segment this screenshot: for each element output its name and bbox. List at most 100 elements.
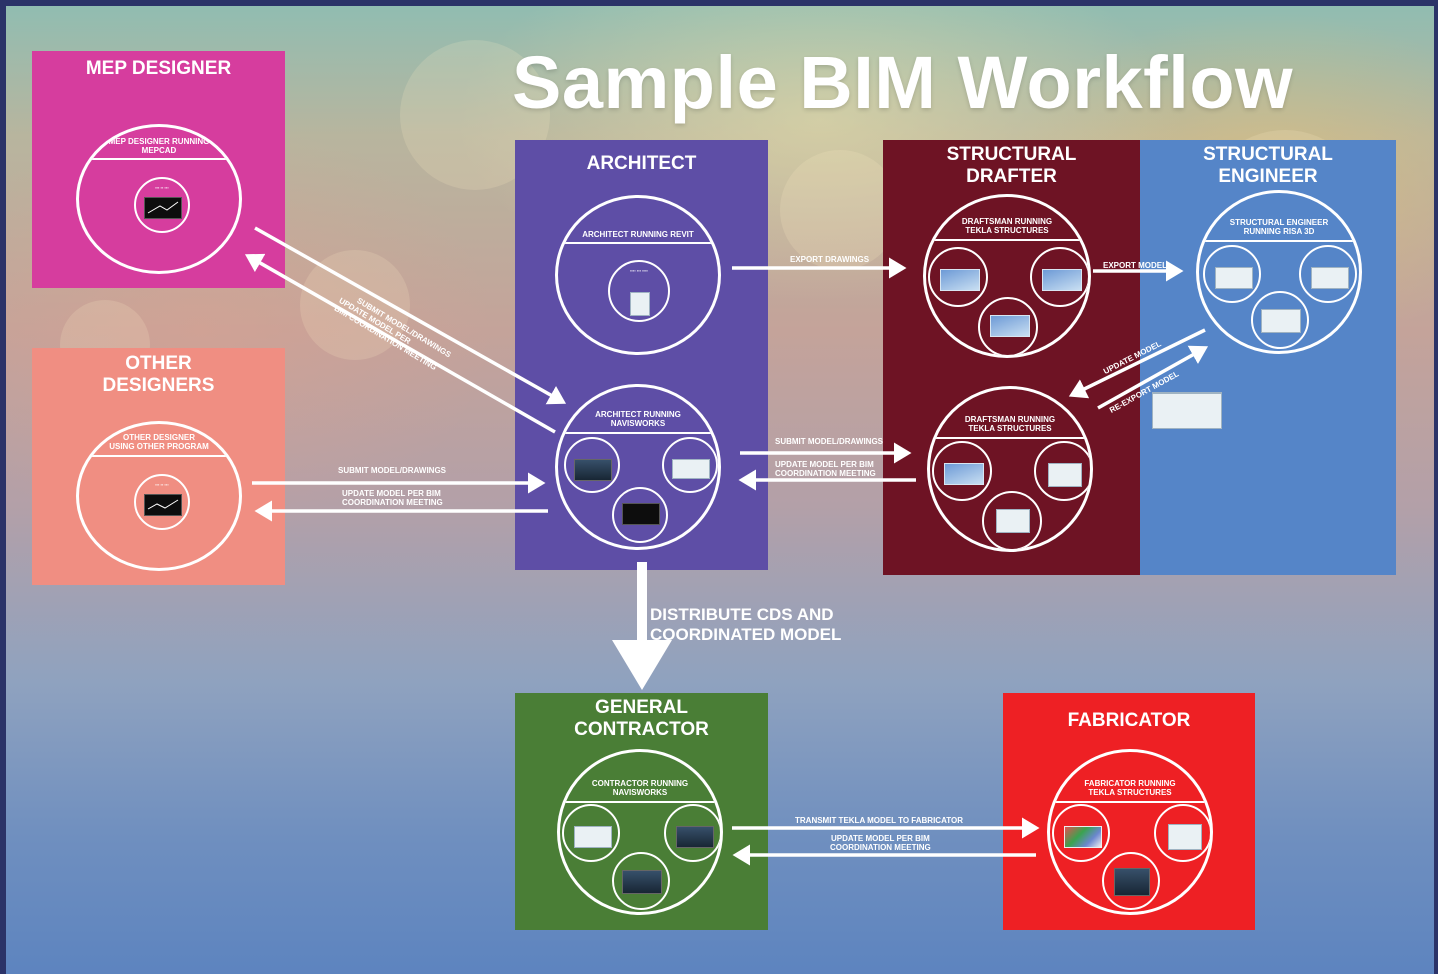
panel-architect: ARCHITECT ARCHITECT RUNNING REVIT ▪▪▪▪ ▪… — [515, 140, 768, 570]
screenshot-thumbnail — [144, 197, 182, 219]
divider-line — [79, 158, 239, 160]
label-transmit: TRANSMIT TEKLA MODEL TO FABRICATOR — [795, 816, 963, 825]
screenshot-thumbnail — [622, 503, 660, 525]
label-arch-update: UPDATE MODEL PER BIM COORDINATION MEETIN… — [775, 460, 876, 478]
task-circle — [1203, 245, 1261, 303]
screenshot-thumbnail — [630, 292, 650, 316]
role-circle-revit: ARCHITECT RUNNING REVIT ▪▪▪▪ ▪▪▪ ▪▪▪▪ — [555, 195, 721, 355]
role-circle-navisworks: ARCHITECT RUNNING NAVISWORKS — [555, 384, 721, 550]
panel-title: ARCHITECT — [586, 153, 697, 174]
screenshot-thumbnail — [1114, 868, 1150, 896]
page-title: Sample BIM Workflow — [512, 41, 1294, 124]
label-arch-submit: SUBMIT MODEL/DRAWINGS — [775, 437, 883, 446]
screenshot-thumbnail — [1042, 269, 1082, 291]
task-circle — [1034, 441, 1090, 501]
role-circle: DRAFTSMAN RUNNING TEKLA STRUCTURES — [927, 386, 1093, 552]
divider-line — [560, 801, 720, 803]
divider-line — [930, 437, 1090, 439]
screenshot-thumbnail — [1048, 463, 1082, 487]
label-export-model: EXPORT MODEL — [1103, 261, 1168, 270]
screenshot-thumbnail — [1261, 309, 1301, 333]
role-circle: DRAFTSMAN RUNNING TEKLA STRUCTURES — [923, 194, 1091, 358]
screenshot-thumbnail — [676, 826, 714, 848]
screenshot-thumbnail — [574, 459, 612, 481]
panel-structural-drafter: STRUCTURAL DRAFTER DRAFTSMAN RUNNING TEK… — [883, 140, 1140, 575]
circle-label: STRUCTURAL ENGINEER RUNNING RISA 3D — [1229, 218, 1329, 236]
circle-label: FABRICATOR RUNNING TEKLA STRUCTURES — [1084, 779, 1176, 797]
divider-line — [926, 239, 1088, 241]
role-circle: STRUCTURAL ENGINEER RUNNING RISA 3D — [1196, 190, 1362, 354]
task-circle — [612, 852, 670, 910]
task-circle — [662, 437, 718, 493]
panel-fabricator: FABRICATOR FABRICATOR RUNNING TEKLA STRU… — [1003, 693, 1255, 930]
divider-line — [558, 432, 718, 434]
panel-title: STRUCTURAL ENGINEER — [1203, 144, 1333, 187]
panel-title: OTHER DESIGNERS — [102, 353, 215, 396]
task-circle: ▪▪▪ ▪▪ ▪▪▪ — [134, 177, 190, 233]
bokeh-light — [780, 150, 900, 270]
panel-title: FABRICATOR — [1067, 710, 1191, 731]
circle-label: DRAFTSMAN RUNNING TEKLA STRUCTURES — [961, 217, 1053, 235]
task-circle — [978, 297, 1038, 355]
role-circle: CONTRACTOR RUNNING NAVISWORKS — [557, 749, 723, 915]
task-circle — [612, 487, 668, 543]
screenshot-thumbnail — [944, 463, 984, 485]
screenshot-thumbnail — [1215, 267, 1253, 289]
task-text: ▪▪▪ ▪▪ ▪▪▪ — [155, 482, 169, 487]
screenshot-thumbnail — [990, 315, 1030, 337]
task-circle — [1299, 245, 1357, 303]
arrow-mep-update — [244, 253, 556, 434]
circle-label: ARCHITECT RUNNING REVIT — [582, 230, 694, 239]
task-circle: ▪▪▪▪ ▪▪▪ ▪▪▪▪ — [608, 260, 670, 322]
model-preview-thumbnail — [1152, 393, 1222, 429]
circle-label: MEP DESIGNER RUNNING MEPCAD — [108, 137, 210, 155]
circle-label: OTHER DESIGNER USING OTHER PROGRAM — [109, 433, 209, 451]
panel-mep-designer: MEP DESIGNER MEP DESIGNER RUNNING MEPCAD… — [32, 51, 285, 288]
sketch-icon — [147, 499, 179, 510]
task-circle: ▪▪▪ ▪▪ ▪▪▪ — [134, 474, 190, 530]
role-circle: MEP DESIGNER RUNNING MEPCAD ▪▪▪ ▪▪ ▪▪▪ — [76, 124, 242, 274]
task-circle — [1052, 804, 1110, 862]
divider-line — [79, 455, 239, 457]
screenshot-thumbnail — [996, 509, 1030, 533]
task-text: ▪▪▪▪ ▪▪▪ ▪▪▪▪ — [630, 268, 648, 273]
sketch-icon — [147, 201, 179, 214]
task-text: ▪▪▪ ▪▪ ▪▪▪ — [155, 185, 169, 190]
circle-label: CONTRACTOR RUNNING NAVISWORKS — [591, 779, 689, 797]
arrow-mep-submit — [254, 226, 567, 405]
screenshot-thumbnail — [1064, 826, 1102, 848]
task-circle — [1030, 247, 1088, 307]
panel-title: STRUCTURAL DRAFTER — [946, 144, 1077, 187]
arrow-update-model — [1068, 328, 1206, 399]
screenshot-thumbnail — [1311, 267, 1349, 289]
label-other-update: UPDATE MODEL PER BIM COORDINATION MEETIN… — [342, 489, 443, 507]
task-circle — [932, 441, 992, 501]
task-circle — [928, 247, 988, 307]
label-other-submit: SUBMIT MODEL/DRAWINGS — [338, 466, 446, 475]
divider-line — [558, 242, 718, 244]
panel-other-designers: OTHER DESIGNERS OTHER DESIGNER USING OTH… — [32, 348, 285, 585]
label-fab-update: UPDATE MODEL PER BIM COORDINATION MEETIN… — [830, 834, 931, 852]
divider-line — [1199, 240, 1359, 242]
task-circle — [564, 437, 620, 493]
role-circle: OTHER DESIGNER USING OTHER PROGRAM ▪▪▪ ▪… — [76, 421, 242, 571]
circle-label: DRAFTSMAN RUNNING TEKLA STRUCTURES — [964, 415, 1056, 433]
role-circle: FABRICATOR RUNNING TEKLA STRUCTURES — [1047, 749, 1213, 915]
task-circle — [562, 804, 620, 862]
screenshot-thumbnail — [940, 269, 980, 291]
divider-line — [1050, 801, 1210, 803]
screenshot-thumbnail — [144, 494, 182, 516]
panel-general-contractor: GENERAL CONTRACTOR CONTRACTOR RUNNING NA… — [515, 693, 768, 930]
screenshot-thumbnail — [1168, 824, 1202, 850]
screenshot-thumbnail — [672, 459, 710, 479]
task-circle — [982, 491, 1042, 549]
task-circle — [664, 804, 720, 862]
arrow-re-export-model — [1097, 345, 1209, 410]
task-circle — [1154, 804, 1210, 862]
screenshot-thumbnail — [622, 870, 662, 894]
panel-title: GENERAL CONTRACTOR — [574, 697, 709, 740]
label-export-drawings: EXPORT DRAWINGS — [790, 255, 870, 264]
task-circle — [1102, 852, 1160, 910]
